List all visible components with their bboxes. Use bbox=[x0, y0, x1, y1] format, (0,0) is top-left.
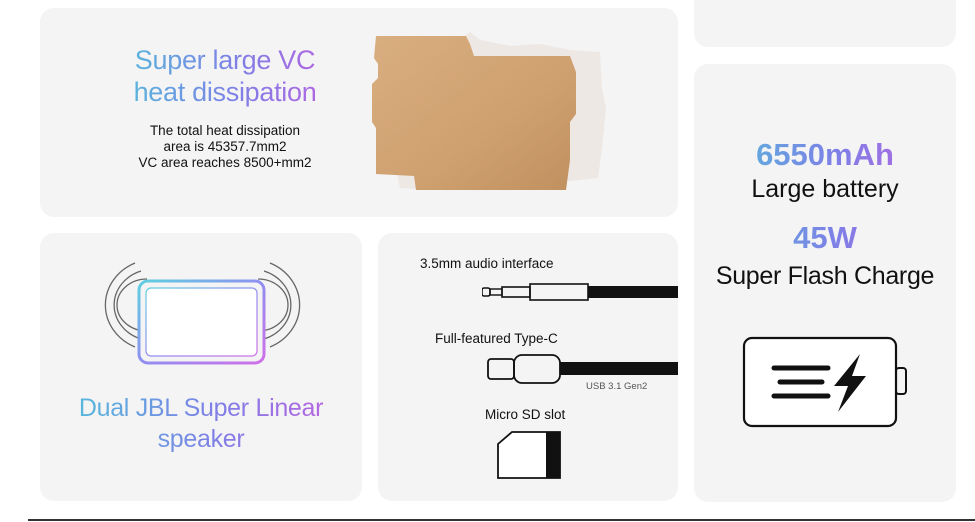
vc-title-line1: Super large VC bbox=[100, 44, 350, 76]
bottom-divider bbox=[28, 519, 975, 521]
charge-label: Super Flash Charge bbox=[715, 262, 935, 290]
speaker-title: Dual JBL Super Linear speaker bbox=[50, 393, 352, 455]
type-c-label: Full-featured Type-C bbox=[435, 331, 558, 346]
vc-heat-dissipation-card: Super large VC heat dissipation The tota… bbox=[40, 8, 678, 217]
charge-wattage: 45W bbox=[694, 220, 956, 256]
vc-description: The total heat dissipation area is 45357… bbox=[100, 123, 350, 171]
audio-interface-label: 3.5mm audio interface bbox=[420, 256, 554, 271]
speaker-title-line2: speaker bbox=[50, 424, 352, 455]
speaker-sound-waves-icon bbox=[104, 262, 301, 365]
vc-desc-line3: VC area reaches 8500+mm2 bbox=[138, 155, 312, 170]
battery-capacity: 6550mAh bbox=[694, 137, 956, 173]
vc-desc-line2: area is 45357.7mm2 bbox=[163, 139, 287, 154]
top-right-card bbox=[694, 0, 956, 47]
battery-flash-charge-icon bbox=[742, 336, 907, 428]
vc-title-line2: heat dissipation bbox=[100, 76, 350, 108]
audio-jack-icon bbox=[482, 283, 678, 301]
jbl-speaker-card: Dual JBL Super Linear speaker bbox=[40, 233, 362, 501]
battery-capacity-label: Large battery bbox=[751, 175, 899, 203]
vc-plate-image bbox=[372, 32, 606, 190]
ports-card: 3.5mm audio interface Full-featured Type… bbox=[378, 233, 678, 501]
micro-sd-label: Micro SD slot bbox=[485, 407, 566, 422]
type-c-connector-icon bbox=[487, 354, 678, 384]
type-c-sub-label: USB 3.1 Gen2 bbox=[586, 381, 648, 392]
speaker-title-line1: Dual JBL Super Linear bbox=[50, 393, 352, 424]
battery-card: 6550mAh Large battery 45W Super Flash Ch… bbox=[694, 64, 956, 502]
vc-desc-line1: The total heat dissipation bbox=[149, 123, 301, 138]
vc-title: Super large VC heat dissipation bbox=[100, 44, 350, 108]
micro-sd-card-icon bbox=[497, 431, 561, 479]
